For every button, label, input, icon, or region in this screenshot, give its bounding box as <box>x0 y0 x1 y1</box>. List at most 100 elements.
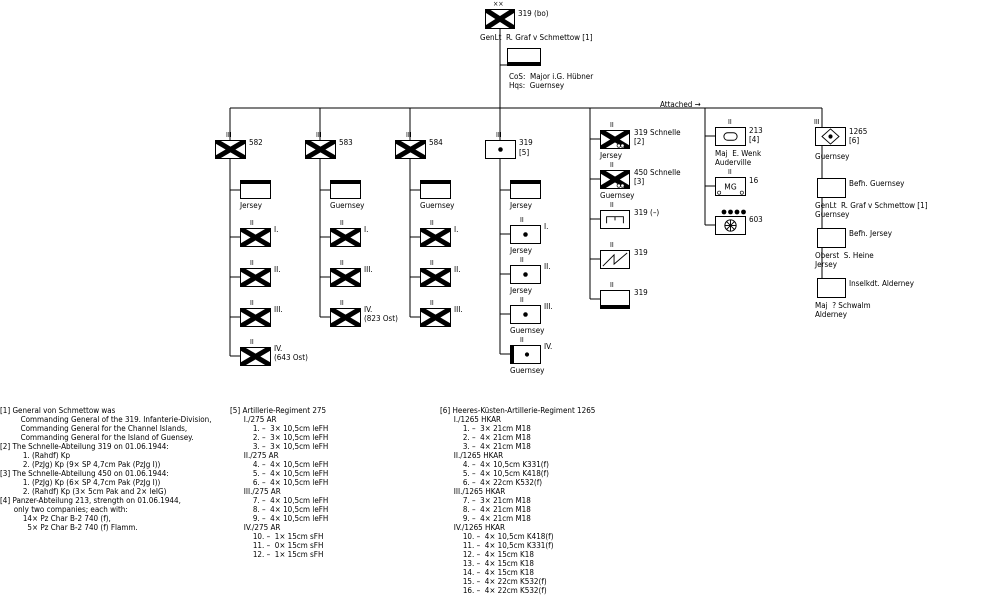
battalion-echelon: II <box>250 299 254 307</box>
artillery-note-line: 11. – 0× 15cm sFH <box>230 541 324 550</box>
hkar-note-line: I./1265 HKAR <box>440 415 502 424</box>
hkar-note-line: 12. – 4× 15cm K18 <box>440 550 534 559</box>
divisional-echelon: II <box>610 121 614 129</box>
regiment-hq-symbol <box>420 180 451 199</box>
hkar-note-line: 13. – 4× 15cm K18 <box>440 559 534 568</box>
battalion-echelon: II <box>520 256 524 264</box>
footnote-line: Commanding General for the Channel Islan… <box>0 424 188 433</box>
battalion-echelon: II <box>250 259 254 267</box>
befh-title: Befh. Guernsey <box>849 179 905 188</box>
artillery-note-line: 4. – 4× 10,5cm leFH <box>230 460 329 469</box>
battalion-symbol <box>330 228 361 247</box>
battalion-echelon: II <box>520 216 524 224</box>
divisional-unit-symbol <box>600 210 630 229</box>
artillery-note-line: 1. – 3× 10,5cm leFH <box>230 424 329 433</box>
hkar-note-line: 16. – 4× 22cm K532(f) <box>440 586 547 595</box>
hkar-note-line: 2. – 4× 21cm M18 <box>440 433 531 442</box>
befh-line: Maj ? Schwalm <box>815 301 871 310</box>
artillery-note-line: 5. – 4× 10,5cm leFH <box>230 469 329 478</box>
regiment-hq-location: Guernsey <box>330 201 365 210</box>
divisional-unit-symbol <box>600 250 630 269</box>
divisional-unit-symbol <box>600 290 630 309</box>
battalion-label: III. <box>274 305 283 314</box>
hkar-note-line: 1. – 3× 21cm M18 <box>440 424 531 433</box>
hkar-id: 1265 <box>849 127 868 136</box>
battalion-echelon: II <box>250 219 254 227</box>
battalion-echelon: II <box>340 299 344 307</box>
artillery-note-line: 3. – 3× 10,5cm leFH <box>230 442 329 451</box>
battalion-symbol <box>510 225 541 244</box>
battalion-label: I. <box>364 225 369 234</box>
attached-unit-symbol: MG <box>715 177 746 196</box>
echelon-mark: ×× <box>493 0 504 8</box>
regiment-582-symbol <box>215 140 246 159</box>
attached-echelon: II <box>728 168 732 176</box>
battalion-symbol <box>330 308 361 327</box>
befh-line: Alderney <box>815 310 847 319</box>
hq-location-label: Hqs: Guernsey <box>509 81 565 90</box>
footnote-line: 2. (Rahdf) Kp (3× 5cm Pak and 2× leIG) <box>0 487 167 496</box>
battalion-symbol <box>330 268 361 287</box>
artillery-note-line: 6. – 4× 10,5cm leFH <box>230 478 329 487</box>
artillery-note-line: 8. – 4× 10,5cm leFH <box>230 505 329 514</box>
footnote-line: 5× Pz Char B-2 740 (f) Flamm. <box>0 523 138 532</box>
artillery-note-line: 12. – 1× 15cm sFH <box>230 550 324 559</box>
hkar-location: Guernsey <box>815 152 850 161</box>
artillery-note-line: 7. – 4× 10,5cm leFH <box>230 496 329 505</box>
battalion-location: Jersey <box>510 286 532 295</box>
hkar-note-line: 15. – 4× 22cm K532(f) <box>440 577 547 586</box>
battalion-symbol <box>240 347 271 366</box>
regiment-584-symbol <box>395 140 426 159</box>
divisional-unit-symbol <box>600 130 630 149</box>
attached-echelon: II <box>728 118 732 126</box>
befh-title: Befh. Jersey <box>849 229 892 238</box>
hkar-note-line: IV./1265 HKAR <box>440 523 505 532</box>
attached-unit-symbol <box>715 216 746 235</box>
battalion-label: IV. <box>544 342 553 351</box>
battalion-symbol <box>510 265 541 284</box>
attached-unit-id: 16 <box>749 176 759 185</box>
hkar-note-line: 6. – 4× 22cm K532(f) <box>440 478 543 487</box>
division-319-symbol <box>485 9 515 29</box>
battalion-symbol <box>240 268 271 287</box>
artillery-note-line: 2. – 3× 10,5cm leFH <box>230 433 329 442</box>
attached-unit-line: Auderville <box>715 158 752 167</box>
divisional-unit-id: 319 <box>634 248 648 257</box>
hkar-note-line: 5. – 4× 10,5cm K418(f) <box>440 469 549 478</box>
battalion-echelon: II <box>250 338 254 346</box>
battalion-echelon: II <box>520 296 524 304</box>
regiment-319-symbol <box>485 140 516 159</box>
artillery-note-line: I./275 AR <box>230 415 277 424</box>
attached-unit-id: 603 <box>749 215 763 224</box>
attached-unit-line: Maj E. Wenk <box>715 149 762 158</box>
footnote-line: Commanding General of the 319. Infanteri… <box>0 415 212 424</box>
battalion-symbol <box>420 268 451 287</box>
battalion-echelon: II <box>430 259 434 267</box>
regiment-echelon: III <box>406 131 412 139</box>
hkar-note-line: 4. – 4× 10,5cm K331(f) <box>440 460 549 469</box>
regiment-hq-symbol <box>240 180 271 199</box>
battalion-echelon: II <box>340 259 344 267</box>
attached-unit-id: 213 <box>749 126 763 135</box>
artillery-note-line: II./275 AR <box>230 451 279 460</box>
battalion-label: I. <box>274 225 279 234</box>
regiment-note: [5] <box>519 148 530 157</box>
hkar-echelon: III <box>814 118 820 126</box>
battalion-echelon: II <box>430 299 434 307</box>
battalion-label: I. <box>454 225 459 234</box>
hkar-note: [6] <box>849 136 860 145</box>
battalion-label: III. <box>364 265 373 274</box>
befh-line: GenLt R. Graf v Schmettow [1] <box>815 201 928 210</box>
chief-of-staff-label: CoS: Major i.G. Hübner <box>509 72 594 81</box>
battery-echelon <box>721 209 747 217</box>
hkar-note-line: 7. – 3× 21cm M18 <box>440 496 531 505</box>
regiment-hq-location: Jersey <box>510 201 532 210</box>
hkar-note-line: [6] Heeres-Küsten-Artillerie-Regiment 12… <box>440 406 596 415</box>
battalion-label: II. <box>544 262 551 271</box>
divisional-echelon: II <box>610 161 614 169</box>
divisional-unit-id: 450 Schnelle <box>634 168 681 177</box>
befh-line: Jersey <box>815 260 837 269</box>
attached-unit-note: [4] <box>749 135 760 144</box>
